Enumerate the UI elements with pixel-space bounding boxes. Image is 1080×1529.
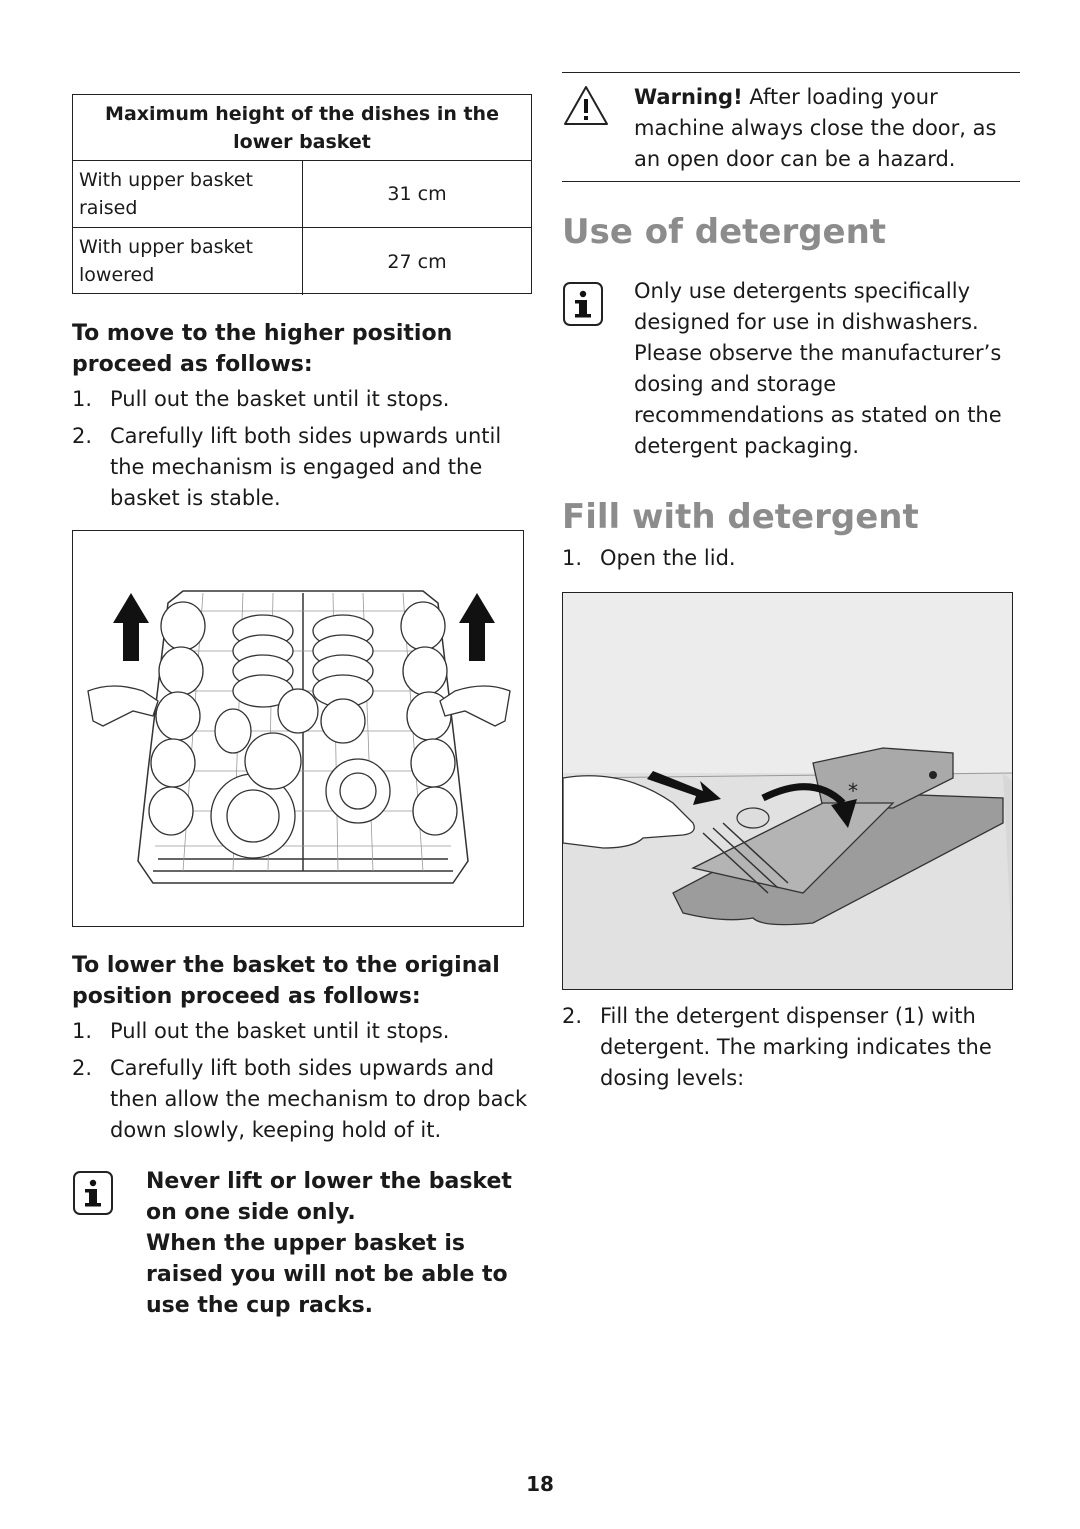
list-text: Carefully lift both sides upwards until … bbox=[110, 424, 502, 510]
divider bbox=[562, 72, 1020, 73]
note-line-1: Never lift or lower the basket on one si… bbox=[146, 1169, 512, 1225]
use-detergent-text: Only use detergents specifically designe… bbox=[634, 279, 1002, 458]
list-text: Carefully lift both sides upwards and th… bbox=[110, 1056, 528, 1142]
table-row: With upper basket raised 31 cm bbox=[73, 161, 531, 228]
fill-detergent-title: Fill with detergent bbox=[562, 497, 919, 537]
list-number: 2. bbox=[72, 424, 93, 448]
note-line-2: When the upper basket is raised you will… bbox=[146, 1231, 508, 1318]
svg-text:*: * bbox=[848, 779, 858, 803]
table-cell-label: With upper basket lowered bbox=[73, 228, 303, 295]
warning-body: After loading your machine always close … bbox=[634, 85, 997, 171]
list-number: 2. bbox=[72, 1056, 93, 1080]
warning-triangle-icon bbox=[562, 84, 610, 128]
list-text: Open the lid. bbox=[600, 546, 736, 570]
table-row: With upper basket lowered 27 cm bbox=[73, 228, 531, 295]
table-header: Maximum height of the dishes in the lowe… bbox=[73, 95, 531, 161]
table-cell-label: With upper basket raised bbox=[73, 161, 303, 227]
warning-text: Warning! After loading your machine alwa… bbox=[634, 82, 1024, 175]
list-text: Pull out the basket until it stops. bbox=[110, 1019, 450, 1043]
lower-heading: To lower the basket to the original posi… bbox=[72, 953, 500, 1009]
list-number: 1. bbox=[72, 387, 93, 411]
table-cell-value: 27 cm bbox=[387, 250, 447, 273]
dispenser-drawing: * bbox=[563, 747, 1012, 989]
raise-heading: To move to the higher position proceed a… bbox=[72, 321, 453, 377]
page-number: 18 bbox=[526, 1472, 554, 1496]
lift-arrow-right-icon bbox=[459, 593, 495, 661]
info-icon bbox=[563, 282, 603, 326]
list-number: 1. bbox=[562, 546, 583, 570]
warning-label: Warning! bbox=[634, 85, 743, 109]
dispenser-illustration: * bbox=[562, 592, 1013, 990]
basket-drawing bbox=[87, 590, 511, 884]
dish-height-table: Maximum height of the dishes in the lowe… bbox=[72, 94, 532, 295]
list-number: 2. bbox=[562, 1004, 583, 1028]
list-text: Pull out the basket until it stops. bbox=[110, 387, 450, 411]
list-text: Fill the detergent dispenser (1) with de… bbox=[600, 1004, 992, 1090]
lift-arrow-left-icon bbox=[113, 593, 149, 661]
table-cell-value: 31 cm bbox=[387, 183, 447, 205]
use-detergent-title: Use of detergent bbox=[562, 212, 887, 252]
basket-illustration bbox=[72, 530, 524, 927]
divider bbox=[562, 181, 1020, 182]
list-number: 1. bbox=[72, 1019, 93, 1043]
info-icon bbox=[73, 1171, 113, 1215]
